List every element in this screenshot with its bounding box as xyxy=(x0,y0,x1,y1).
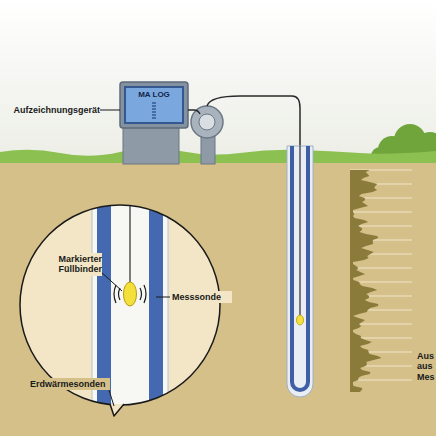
leader-line xyxy=(100,271,122,291)
grid-line xyxy=(350,380,412,381)
device-stand xyxy=(123,126,179,164)
grid-line xyxy=(350,212,412,213)
screen-trace xyxy=(152,111,156,113)
log-curve xyxy=(350,170,382,392)
leader-line xyxy=(100,110,120,111)
screen-title: MA LOG xyxy=(129,90,179,99)
grid-line xyxy=(350,226,412,227)
ground xyxy=(0,160,436,436)
u-pipe xyxy=(292,146,308,390)
device-label: Aufzeichnungsgerät xyxy=(2,104,100,116)
callout-tail xyxy=(110,404,124,416)
grass xyxy=(0,148,436,163)
cable xyxy=(299,146,300,316)
grout-label: Markierter Füllbinder xyxy=(44,253,102,276)
probe xyxy=(297,315,304,325)
probe-label: Messsonde xyxy=(172,291,232,303)
screen-trace xyxy=(152,117,156,119)
probe xyxy=(124,282,137,306)
reel-hub xyxy=(199,114,215,130)
monitor-screen: MA LOG xyxy=(124,86,184,124)
leader-line xyxy=(156,297,170,298)
screen-trace xyxy=(152,108,156,110)
screen-trace xyxy=(152,114,156,116)
chart-label: Aus aus Mes xyxy=(417,350,436,383)
borehole-wall xyxy=(168,200,169,420)
sky xyxy=(0,0,436,160)
screen-trace xyxy=(152,105,156,107)
cable xyxy=(188,110,200,114)
section-label: Erdwärmesonden xyxy=(30,378,110,390)
cable xyxy=(129,200,130,282)
cable xyxy=(207,96,300,316)
monitor-housing xyxy=(120,82,188,128)
screen-trace xyxy=(152,102,156,104)
borehole xyxy=(287,146,313,397)
grid-line xyxy=(350,268,412,269)
log-chart xyxy=(350,170,412,392)
zoom-outline xyxy=(20,205,220,405)
pipe xyxy=(149,200,163,420)
